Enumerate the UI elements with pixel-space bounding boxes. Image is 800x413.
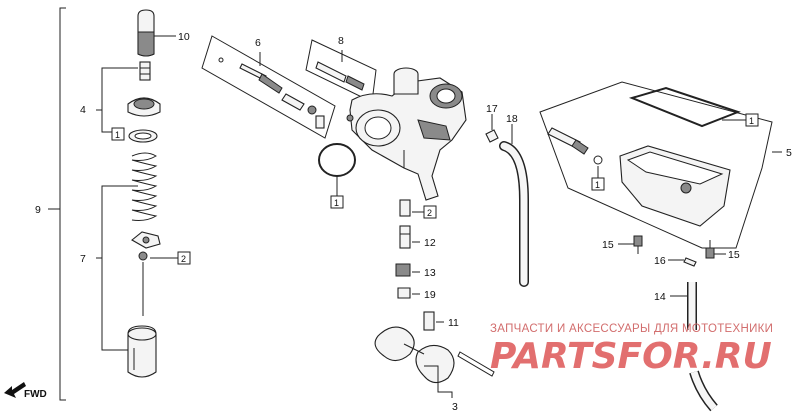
body-o-ring [318,143,356,196]
fuel-tube [499,124,529,287]
label-part-10: 10 [178,31,190,43]
chamber-screw-left [633,235,643,254]
label-part-17: 17 [486,103,498,115]
main-jet [397,287,420,299]
label-part-13: 13 [424,267,436,279]
watermark-brand: PARTSFOR.RU [490,336,772,377]
drain-tube [670,282,718,412]
float-chamber-panel [539,81,782,249]
label-part-15-left: 15 [602,239,614,251]
label-part-5: 5 [786,147,792,159]
carburetor-body [346,67,467,201]
carburetor-top-cap [137,9,176,57]
label-part-16: 16 [654,255,666,267]
drain-screw [547,127,589,155]
chamber-screw-right [705,240,726,259]
label-part-11: 11 [448,317,459,329]
main-jet-holder [395,263,420,277]
screw-set-panel [305,39,377,103]
label-part-9: 9 [35,204,41,216]
label-part-6: 6 [255,37,261,49]
part-number-labels: 10 6 8 4 9 7 17 18 5 12 13 19 11 3 15 15… [35,31,792,413]
needle-jet [399,199,424,217]
fuel-joint-o-ring [485,114,499,143]
boxed-references: 1 2 1 2 1 1 [111,113,759,265]
slow-jet [399,225,420,249]
throttle-valve [127,325,157,378]
watermark-caption: ЗАПЧАСТИ И АКСЕССУАРЫ ДЛЯ МОТОТЕХНИКИ [490,323,773,335]
left-assembly-bracket [48,7,66,401]
label-part-15-right: 15 [728,249,740,261]
pilot-screw-set-panel [201,35,336,139]
boxed-ref-bowl-1a: 1 [749,116,754,126]
label-part-7: 7 [80,253,86,265]
forward-direction-arrow: FWD [4,382,47,400]
label-part-12: 12 [424,237,436,249]
leader-7 [96,185,138,351]
o-ring-washer [128,129,158,143]
leader-4 [96,67,138,133]
float-assembly [374,326,495,398]
boxed-ref-body-1: 1 [334,198,339,208]
label-part-19: 19 [424,289,436,301]
label-part-4: 4 [80,104,86,116]
boxed-ref-left-1: 1 [115,130,120,140]
label-part-14: 14 [654,291,666,303]
label-part-18: 18 [506,113,518,125]
boxed-ref-center-2: 2 [427,208,432,218]
throttle-spring [131,152,158,221]
watermark: ЗАПЧАСТИ И АКСЕССУАРЫ ДЛЯ МОТОТЕХНИКИ PA… [490,323,773,377]
needle-jet-holder [127,61,161,117]
boxed-ref-left-2: 2 [181,254,186,264]
tube-clip [683,257,697,267]
needle-clip-plate [131,231,161,261]
boxed-ref-bowl-1b: 1 [595,180,600,190]
label-part-3: 3 [452,401,458,413]
label-part-8: 8 [338,35,344,47]
float-chamber [593,145,731,227]
float-chamber-gasket [628,86,746,128]
float-valve [423,311,444,331]
fwd-label: FWD [24,389,47,400]
